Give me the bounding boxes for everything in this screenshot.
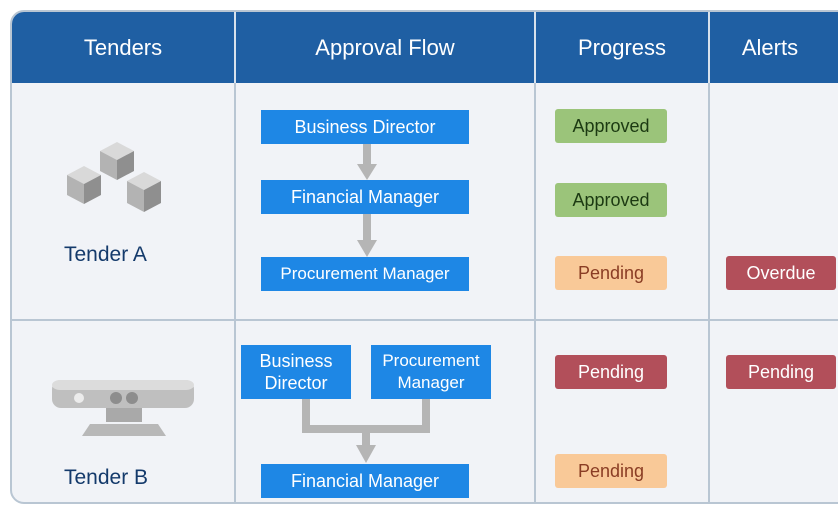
tender-b-label: Tender B (64, 466, 149, 489)
step-label-line: Procurement (382, 351, 480, 370)
step-financial-manager[interactable]: Financial Manager (261, 180, 469, 214)
column-divider (534, 12, 536, 502)
step-label-line: Director (264, 373, 328, 393)
progress-badge: Approved (555, 109, 667, 143)
progress-badge: Pending (555, 256, 667, 290)
step-business-director[interactable]: Business Director (241, 345, 351, 399)
flow-arrow (357, 144, 377, 180)
header-alerts: Alerts (741, 34, 799, 60)
step-label-line: Manager (397, 373, 465, 392)
header-progress: Progress (577, 34, 667, 60)
header-divider (234, 12, 236, 83)
merge-arrow (302, 399, 430, 463)
tender-a-label: Tender A (64, 243, 147, 266)
table-header (12, 12, 838, 83)
progress-badge: Pending (555, 454, 667, 488)
header-approval-flow: Approval Flow (315, 34, 455, 60)
step-business-director[interactable]: Business Director (261, 110, 469, 144)
header-tenders: Tenders (83, 34, 163, 60)
step-financial-manager[interactable]: Financial Manager (261, 464, 469, 498)
sensor-device-icon (52, 380, 194, 436)
step-procurement-manager[interactable]: Procurement Manager (371, 345, 491, 399)
column-divider (234, 12, 236, 502)
header-divider (534, 12, 536, 83)
row-divider (12, 319, 838, 321)
step-procurement-manager[interactable]: Procurement Manager (261, 257, 469, 291)
flow-arrow (357, 214, 377, 257)
alert-badge: Overdue (726, 256, 836, 290)
cubes-icon (67, 142, 161, 212)
progress-badge: Pending (555, 355, 667, 389)
step-label-line: Business (259, 351, 333, 371)
progress-badge: Approved (555, 183, 667, 217)
header-divider (708, 12, 710, 83)
alert-badge: Pending (726, 355, 836, 389)
tender-approval-table: Tenders Approval Flow Progress Alerts Te… (10, 10, 838, 504)
column-divider (708, 12, 710, 502)
